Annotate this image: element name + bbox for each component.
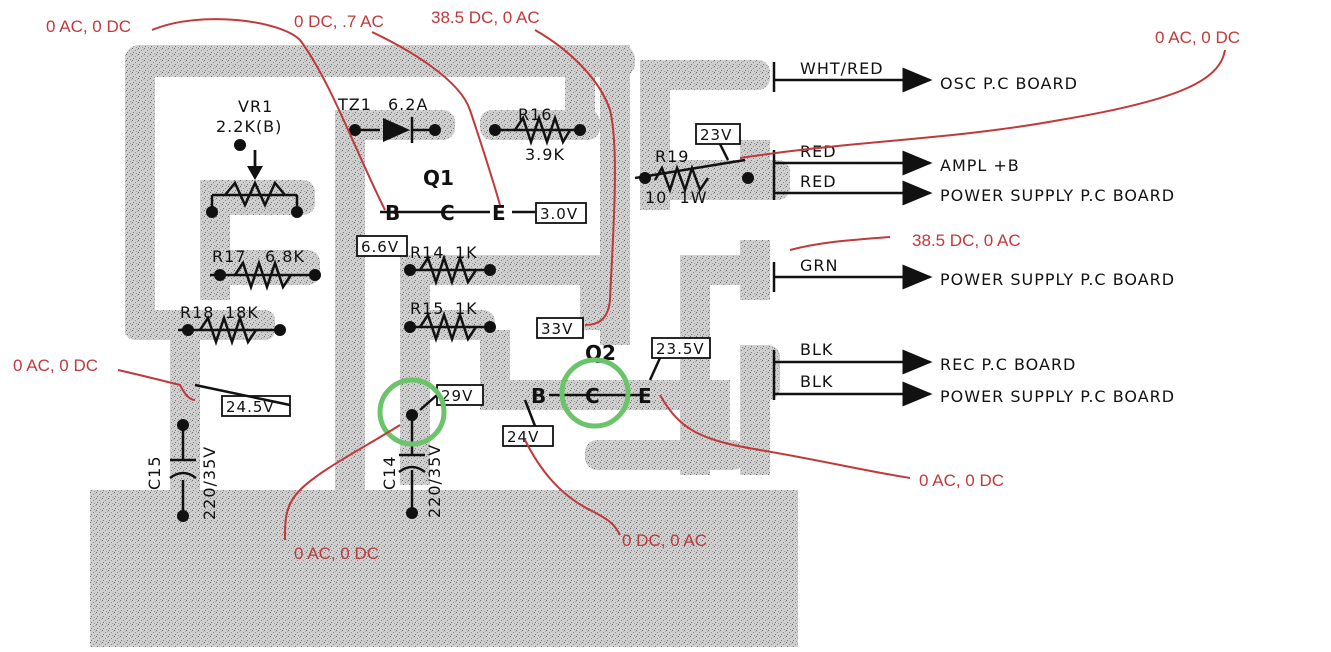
annotation-top-mid: 0 DC, .7 AC bbox=[294, 12, 384, 31]
connector-1-wire: RED bbox=[800, 142, 837, 161]
vr1-value: 2.2K(B) bbox=[216, 117, 282, 136]
q1-pin-e: E bbox=[492, 201, 506, 225]
connectors: WHT/RED OSC P.C BOARD RED AMPL +B RED PO… bbox=[772, 59, 1175, 407]
q1-pin-b: B bbox=[385, 201, 400, 225]
annotation-left-mid: 0 AC, 0 DC bbox=[13, 356, 98, 375]
r18-value: 18K bbox=[225, 303, 259, 322]
annotation-bottom-mid: 0 DC, 0 AC bbox=[622, 531, 707, 550]
r14-name: R14 bbox=[410, 243, 444, 262]
vr1-name: VR1 bbox=[238, 97, 273, 116]
vbox-245v: 24.5V bbox=[226, 398, 275, 416]
r18-name: R18 bbox=[180, 303, 214, 322]
vbox-23v: 23V bbox=[700, 126, 732, 144]
connector-5-dest: POWER SUPPLY P.C BOARD bbox=[940, 387, 1175, 406]
r15-name: R15 bbox=[410, 299, 444, 318]
q1-name: Q1 bbox=[423, 166, 454, 190]
q1-pin-c: C bbox=[440, 201, 455, 225]
vbox-24v: 24V bbox=[507, 428, 539, 446]
transistor-pins: B C E B C E bbox=[385, 201, 652, 408]
connector-2-dest: POWER SUPPLY P.C BOARD bbox=[940, 186, 1175, 205]
annotation-top-left: 0 AC, 0 DC bbox=[46, 17, 131, 36]
vbox-235v: 23.5V bbox=[656, 340, 705, 358]
vbox-29v: 29V bbox=[441, 387, 473, 405]
c14-name: C14 bbox=[380, 455, 399, 490]
connector-5-wire: BLK bbox=[800, 372, 833, 391]
connector-0-wire: WHT/RED bbox=[800, 59, 884, 78]
annotation-far-right-top: 0 AC, 0 DC bbox=[1155, 28, 1240, 47]
annotation-right-bottom: 0 AC, 0 DC bbox=[919, 471, 1004, 490]
connector-4-dest: REC P.C BOARD bbox=[940, 355, 1076, 374]
schematic-wires bbox=[169, 114, 746, 516]
c14-value: 220/35V bbox=[425, 444, 444, 518]
connector-2-wire: RED bbox=[800, 172, 837, 191]
q2-pin-e: E bbox=[638, 384, 652, 408]
connector-4-wire: BLK bbox=[800, 340, 833, 359]
r16-value: 3.9K bbox=[525, 145, 565, 164]
r19-name: R19 bbox=[655, 147, 689, 166]
connector-1-dest: AMPL +B bbox=[940, 156, 1020, 175]
connector-3-dest: POWER SUPPLY P.C BOARD bbox=[940, 270, 1175, 289]
connector-0-dest: OSC P.C BOARD bbox=[940, 74, 1078, 93]
r19-value: 10 1W bbox=[645, 188, 708, 207]
tz1-value: 6.2A bbox=[388, 95, 428, 114]
highlight-circles bbox=[377, 357, 631, 447]
connector-3-wire: GRN bbox=[800, 256, 838, 275]
q2-pin-b: B bbox=[531, 384, 546, 408]
c14-highlight bbox=[377, 377, 447, 447]
annotation-bottom-left: 0 AC, 0 DC bbox=[294, 544, 379, 563]
c15-name: C15 bbox=[145, 455, 164, 490]
tz1-name: TZ1 bbox=[337, 95, 372, 114]
annotation-right-grn: 38.5 DC, 0 AC bbox=[912, 231, 1021, 250]
solder-pads bbox=[177, 124, 754, 522]
r14-value: 1K bbox=[455, 243, 478, 262]
q2-pin-c: C bbox=[585, 384, 600, 408]
annotation-top-right-mid: 38.5 DC, 0 AC bbox=[431, 8, 540, 27]
component-labels: VR1 2.2K(B) TZ1 6.2A R16 3.9K R17 6.8K R… bbox=[145, 95, 708, 520]
r17-value: 6.8K bbox=[265, 247, 305, 266]
annotation-leaders bbox=[117, 18, 1226, 541]
r17-name: R17 bbox=[212, 247, 246, 266]
annotation-texts: 0 AC, 0 DC 0 DC, .7 AC 38.5 DC, 0 AC 0 A… bbox=[13, 8, 1240, 563]
vbox-33v: 33V bbox=[541, 320, 573, 338]
r15-value: 1K bbox=[455, 299, 478, 318]
pcb-traces bbox=[90, 45, 798, 647]
q2-collector-highlight bbox=[559, 357, 631, 429]
vbox-q1-e: 3.0V bbox=[540, 205, 578, 223]
c15-value: 220/35V bbox=[200, 446, 219, 520]
voltage-boxes: 3.0V 6.6V 33V 23V 23.5V 29V 24.5V 24V bbox=[194, 123, 741, 447]
r16-name: R16 bbox=[518, 105, 552, 124]
vbox-q1-b: 6.6V bbox=[361, 238, 399, 256]
